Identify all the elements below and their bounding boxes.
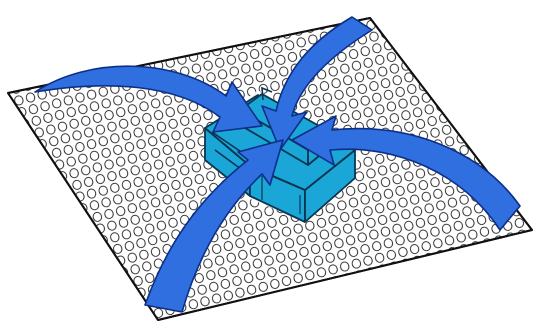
wrap-cartridge-illustration: .c { fill: #1aa7d8; stroke: #0a3550; str… <box>0 0 542 326</box>
figure: .c { fill: #1aa7d8; stroke: #0a3550; str… <box>0 0 542 326</box>
